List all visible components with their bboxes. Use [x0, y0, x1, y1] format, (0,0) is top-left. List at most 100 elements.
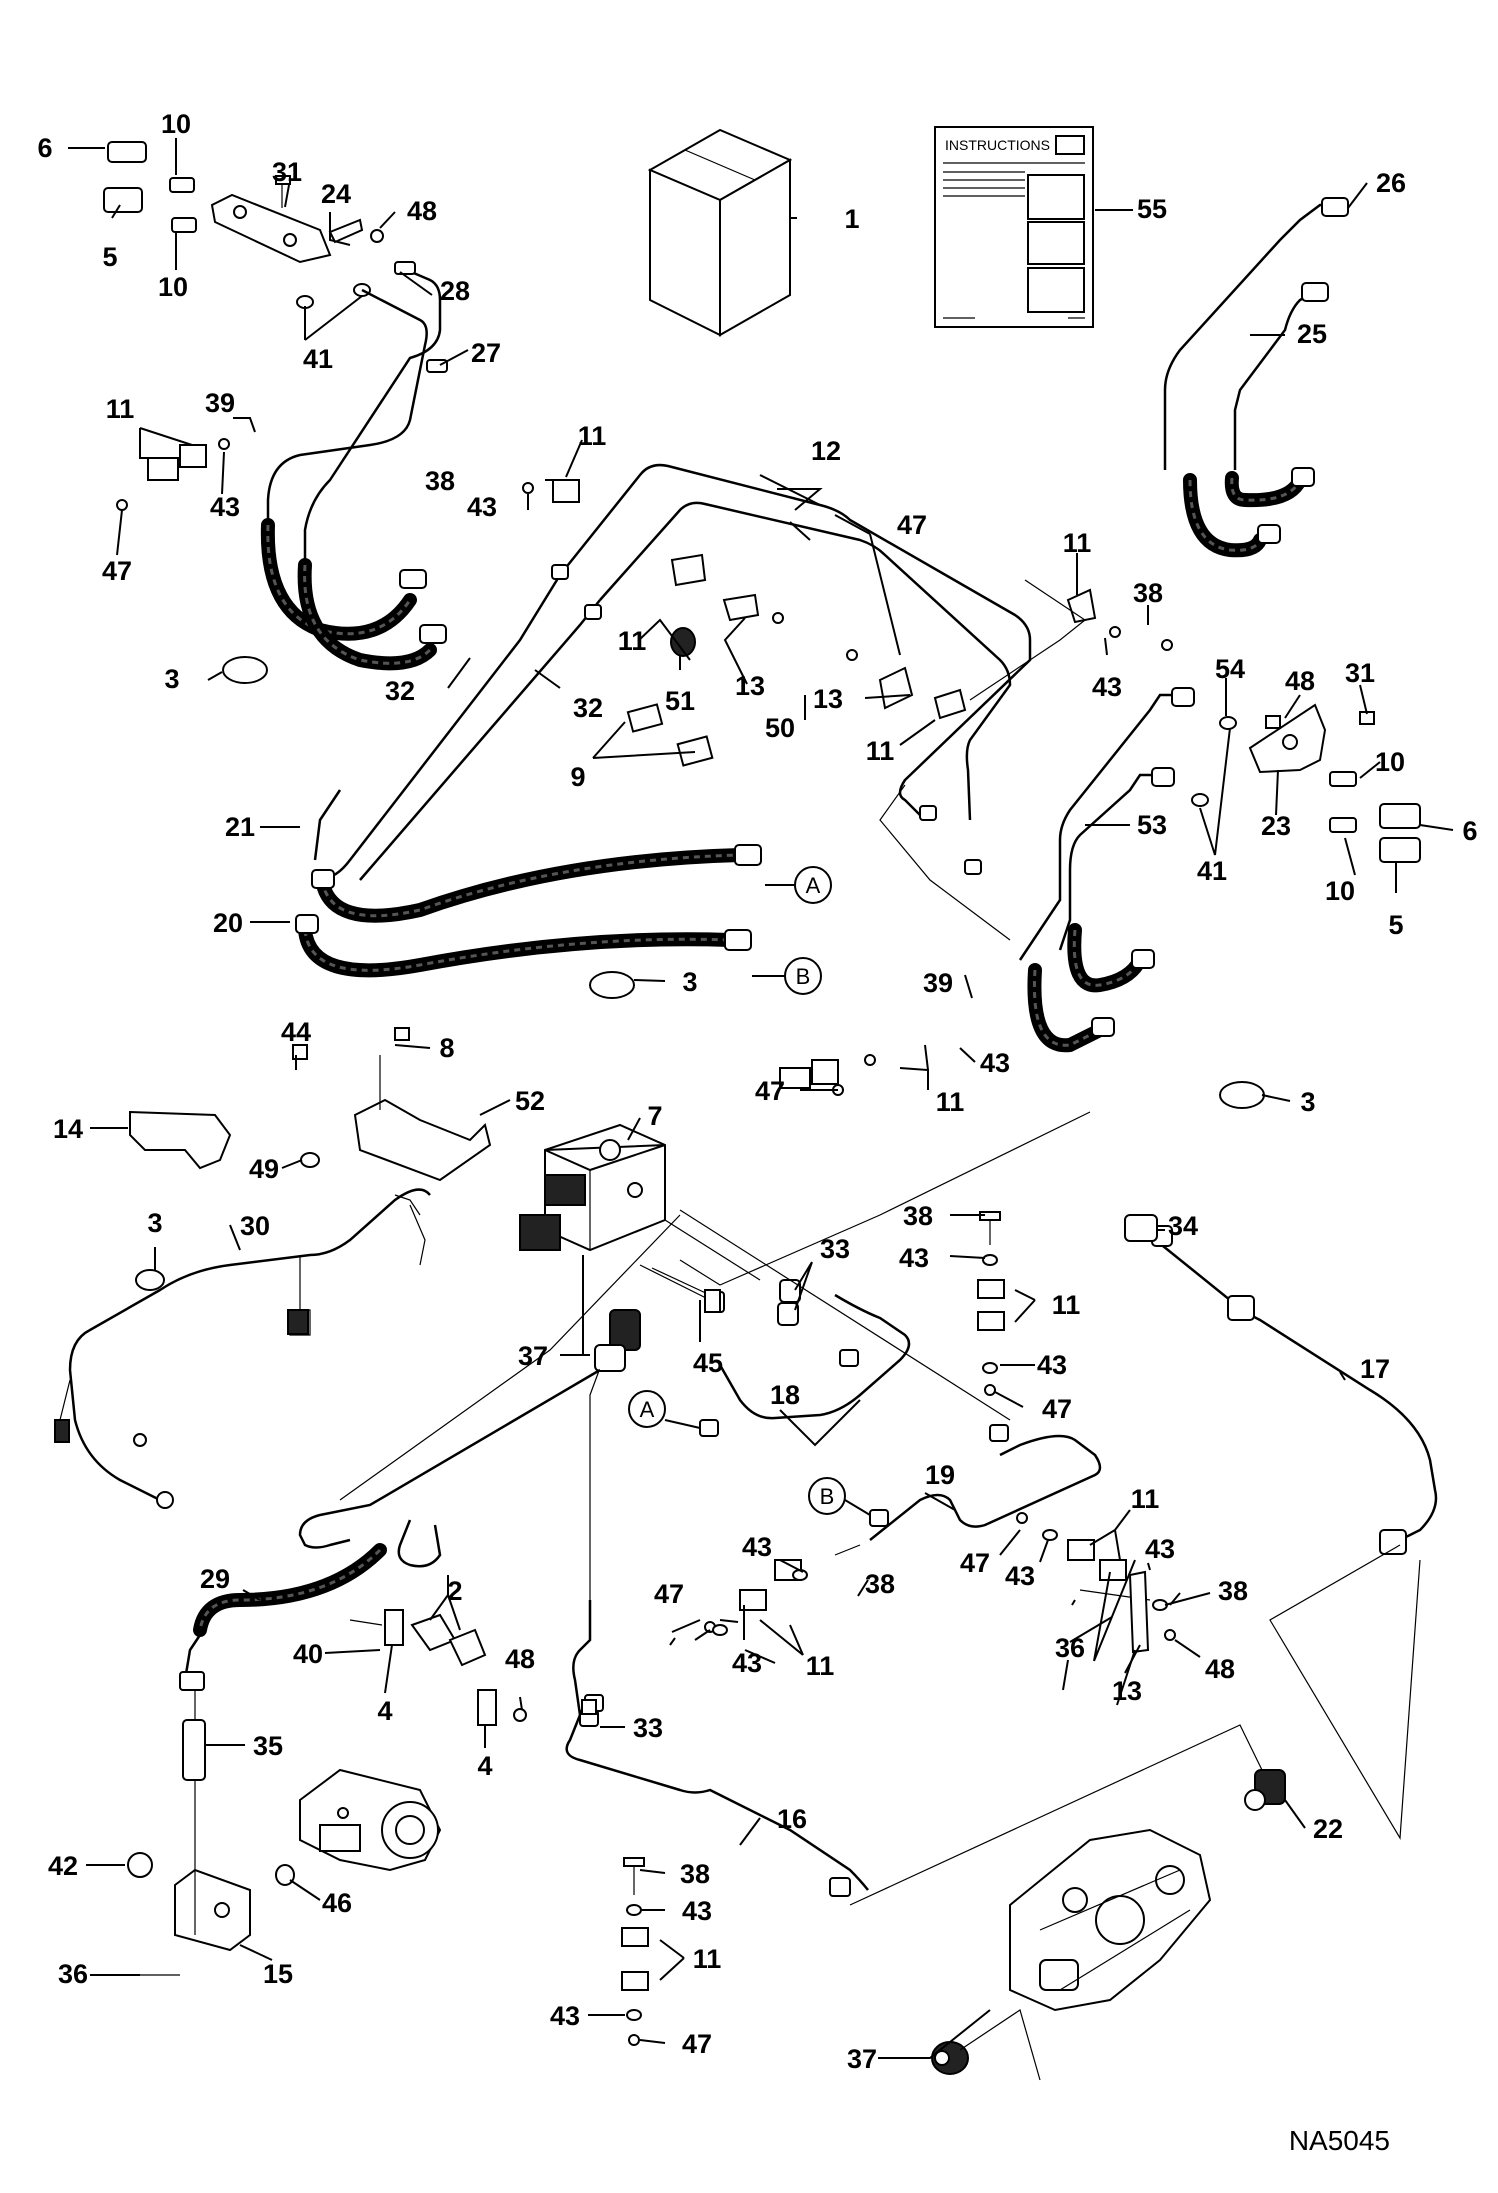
tag-a-lower-label: A — [640, 1397, 655, 1422]
callout: 50 — [765, 713, 795, 743]
callout: 4 — [377, 1696, 392, 1726]
callout: 20 — [213, 908, 243, 938]
clamps-lower — [621, 1211, 1176, 2046]
callout: 52 — [515, 1086, 545, 1116]
callout: 11 — [106, 394, 135, 424]
callout: 43 — [1145, 1534, 1175, 1564]
callout: 39 — [923, 968, 953, 998]
callout: 11 — [693, 1944, 722, 1974]
callout: 7 — [647, 1101, 662, 1131]
callout: 55 — [1137, 194, 1167, 224]
callout: 2 — [447, 1576, 462, 1606]
callout: 43 — [210, 492, 240, 522]
callout: 10 — [161, 109, 191, 139]
parts-box — [647, 128, 793, 337]
callout: 53 — [1137, 810, 1167, 840]
callout: 9 — [570, 762, 585, 792]
top-left-couplers — [103, 141, 384, 309]
callout: 39 — [205, 388, 235, 418]
callout: 47 — [960, 1548, 990, 1578]
callout: 35 — [253, 1731, 283, 1761]
callout: 15 — [263, 1959, 293, 1989]
callout: 45 — [693, 1348, 723, 1378]
callout: 3 — [1300, 1087, 1315, 1117]
callout: 22 — [1313, 1814, 1343, 1844]
callout: 47 — [755, 1076, 785, 1106]
callout: 43 — [1092, 672, 1122, 702]
callout: 31 — [272, 157, 302, 187]
callout: 14 — [53, 1114, 83, 1144]
callout: 16 — [777, 1804, 807, 1834]
tag-b-upper: B — [752, 957, 822, 995]
callout: 11 — [806, 1651, 835, 1681]
callout: 49 — [249, 1154, 279, 1184]
callout: 41 — [303, 344, 333, 374]
hoses-21-20 — [295, 789, 762, 978]
callout: 19 — [925, 1460, 955, 1490]
callout: 43 — [1037, 1350, 1067, 1380]
callout: 6 — [1462, 816, 1477, 846]
callout: 51 — [665, 686, 695, 716]
callout: 13 — [1112, 1676, 1142, 1706]
callout: 44 — [281, 1017, 311, 1047]
callout: 43 — [550, 2001, 580, 2031]
callout: 38 — [1218, 1576, 1248, 1606]
callout: 43 — [899, 1243, 929, 1273]
callout: 43 — [742, 1532, 772, 1562]
right-couplers — [1191, 703, 1421, 863]
valve-block — [519, 1123, 666, 1252]
callout: 47 — [682, 2029, 712, 2059]
callout: 41 — [1197, 856, 1227, 886]
callout: 47 — [102, 556, 132, 586]
right-tubes-54-53 — [1018, 687, 1195, 1053]
clamps-upper — [116, 438, 1173, 1096]
fitting-37-upper — [594, 1309, 641, 1372]
callout: 26 — [1376, 168, 1406, 198]
callout: 21 — [225, 812, 255, 842]
callout: 36 — [1055, 1633, 1085, 1663]
callout: 34 — [1168, 1211, 1198, 1241]
callout: 10 — [1375, 747, 1405, 777]
instructions-heading: INSTRUCTIONS — [945, 137, 1050, 153]
callout: 33 — [820, 1234, 850, 1264]
callout: 10 — [158, 272, 188, 302]
callout: 32 — [385, 676, 415, 706]
callout: 32 — [573, 693, 603, 723]
callout: 47 — [897, 510, 927, 540]
callout: 29 — [200, 1564, 230, 1594]
callout: 54 — [1215, 654, 1245, 684]
callout: 3 — [164, 664, 179, 694]
callout: 12 — [811, 436, 841, 466]
misc-fittings — [339, 579, 1421, 2081]
callout: 11 — [1131, 1484, 1160, 1514]
callout: 13 — [735, 671, 765, 701]
callout: 11 — [1063, 528, 1092, 558]
callout: 37 — [847, 2044, 877, 2074]
callout: 25 — [1297, 319, 1327, 349]
callout: 43 — [1005, 1561, 1035, 1591]
callout: 27 — [471, 338, 501, 368]
callout: 3 — [147, 1208, 162, 1238]
callout: 11 — [1052, 1290, 1081, 1320]
leader-lines — [68, 138, 1454, 2059]
callouts: 6 10 31 24 48 5 10 28 41 27 1 55 26 25 1… — [37, 109, 1477, 2074]
callout: 11 — [618, 626, 647, 656]
callout: 18 — [770, 1380, 800, 1410]
callout: 33 — [633, 1713, 663, 1743]
callout: 3 — [682, 967, 697, 997]
callout: 30 — [240, 1211, 270, 1241]
callout: 38 — [865, 1569, 895, 1599]
callout: 43 — [980, 1048, 1010, 1078]
callout: 38 — [903, 1201, 933, 1231]
connection-tags: A B A B — [628, 866, 871, 1516]
callout: 23 — [1261, 811, 1291, 841]
instruction-sheet: INSTRUCTIONS — [934, 126, 1094, 328]
tag-a-lower: A — [628, 1390, 701, 1429]
pump-assembly — [931, 1769, 1286, 2075]
callout: 47 — [1042, 1394, 1072, 1424]
callout: 36 — [58, 1959, 88, 1989]
callout: 11 — [936, 1087, 965, 1117]
callout: 17 — [1360, 1354, 1390, 1384]
upper-right-tubes-and-hoses — [1163, 197, 1349, 558]
wiring-harness — [54, 1188, 431, 1509]
